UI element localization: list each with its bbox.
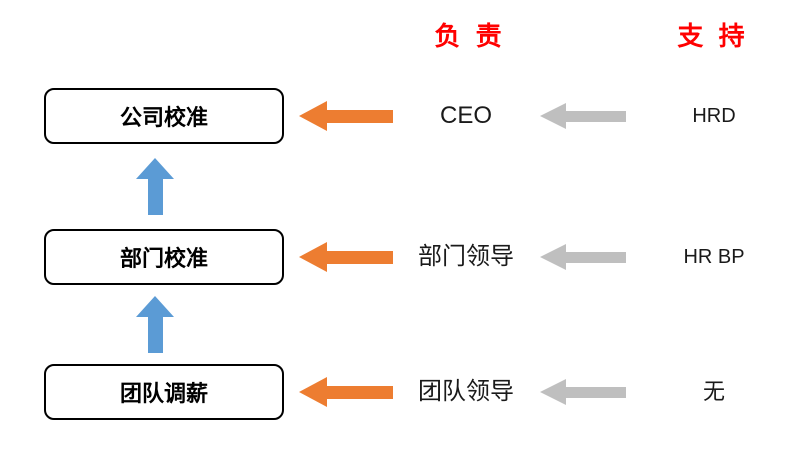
column-header-support: 支 持 (677, 21, 749, 51)
arrow-head (299, 377, 327, 407)
responsible-label: CEO (439, 102, 492, 129)
arrow-shaft (566, 251, 626, 263)
stage-box-department-calibration: 部门校准 (44, 229, 284, 285)
arrow-shaft (566, 110, 626, 122)
stage-box-label: 公司校准 (119, 105, 208, 130)
arrow-shaft (147, 317, 163, 353)
arrow-shaft (327, 109, 393, 123)
stage-box-team-salary-adjustment: 团队调薪 (44, 364, 284, 420)
responsible-left-arrow-icon (299, 242, 393, 272)
stage-box-label: 团队调薪 (119, 381, 208, 406)
responsible-label: 部门领导 (418, 243, 514, 270)
flow-up-arrow-icon (136, 296, 174, 353)
support-label: 无 (702, 379, 725, 404)
arrow-head (136, 158, 174, 179)
responsible-left-arrow-icon (299, 377, 393, 407)
arrow-head (540, 379, 566, 405)
arrow-head (136, 296, 174, 317)
support-label: HR BP (683, 246, 745, 268)
arrow-head (540, 244, 566, 270)
arrow-head (299, 242, 327, 272)
support-label: HRD (692, 105, 736, 127)
responsible-label: 团队领导 (418, 378, 514, 405)
arrow-shaft (327, 250, 393, 264)
arrow-shaft (147, 179, 163, 215)
support-left-arrow-icon (540, 244, 626, 270)
stage-box-label: 部门校准 (119, 246, 208, 271)
arrow-head (540, 103, 566, 129)
column-header-responsible: 负 责 (434, 21, 506, 51)
responsible-left-arrow-icon (299, 101, 393, 131)
arrow-shaft (327, 385, 393, 399)
support-left-arrow-icon (540, 379, 626, 405)
support-left-arrow-icon (540, 103, 626, 129)
stage-box-company-calibration: 公司校准 (44, 88, 284, 144)
arrow-shaft (566, 386, 626, 398)
flow-up-arrow-icon (136, 158, 174, 215)
arrow-head (299, 101, 327, 131)
